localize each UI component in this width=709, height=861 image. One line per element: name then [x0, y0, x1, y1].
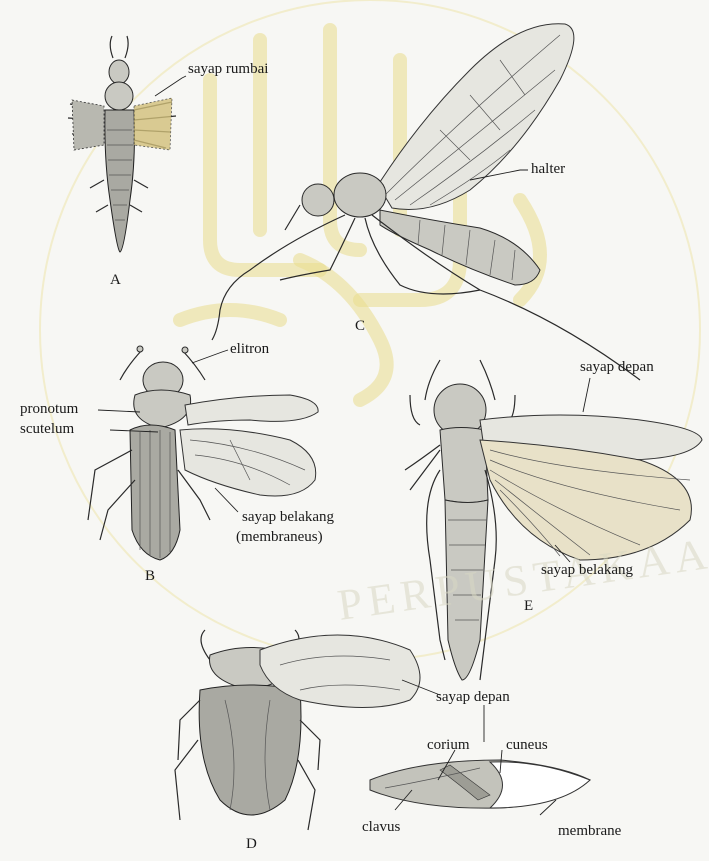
label-corium: corium [427, 738, 470, 753]
panel-e-letter: E [524, 598, 533, 615]
label-membraneus: (membraneus) [236, 530, 323, 545]
label-sayap-belakang-e: sayap belakang [541, 563, 633, 578]
panel-b-letter: B [145, 568, 155, 585]
label-cuneus: cuneus [506, 738, 548, 753]
panel-e-grasshopper [405, 360, 702, 680]
label-sayap-depan-d: sayap depan [436, 690, 510, 705]
label-sayap-belakang-b: sayap belakang [242, 510, 334, 525]
panel-c-fly [212, 24, 640, 380]
label-pronotum: pronotum [20, 402, 78, 417]
label-halter: halter [531, 162, 565, 177]
label-scutelum: scutelum [20, 422, 74, 437]
watermark-text: PERPUSTAKAAN [335, 524, 709, 630]
panel-a-letter: A [110, 272, 121, 289]
label-elitron: elitron [230, 342, 269, 357]
label-membrane: membrane [558, 824, 621, 839]
panel-d-bug [175, 630, 590, 830]
label-clavus: clavus [362, 820, 400, 835]
label-sayap-rumbai: sayap rumbai [188, 62, 268, 77]
label-sayap-depan-e: sayap depan [580, 360, 654, 375]
panel-b-beetle [88, 346, 318, 560]
panel-d-letter: D [246, 836, 257, 853]
panel-c-letter: C [355, 318, 365, 335]
